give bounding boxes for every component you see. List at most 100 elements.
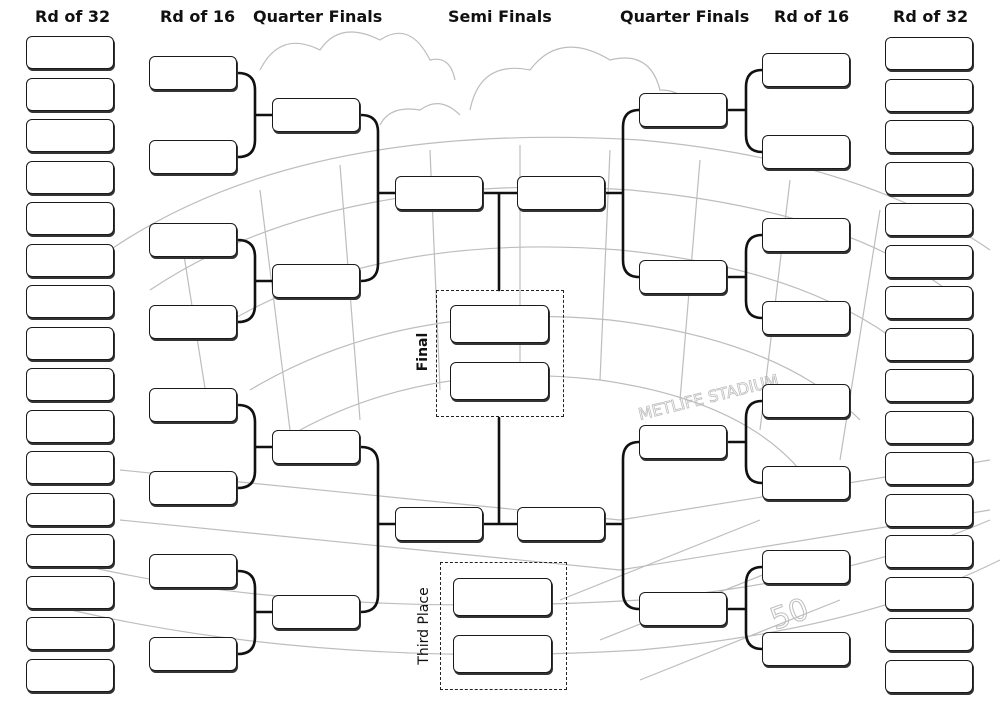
left-r32-slot-4[interactable] (26, 161, 114, 194)
left-r16-slot-1[interactable] (149, 56, 237, 90)
header-left-rd-of-32: Rd of 32 (35, 7, 111, 26)
connector-left-qf-sf-bottom (359, 445, 397, 614)
left-r32-slot-2[interactable] (26, 78, 114, 111)
left-r16-slot-2[interactable] (149, 140, 237, 174)
connector-left-r16-qf-4 (236, 569, 274, 656)
right-sf-slot-2[interactable] (517, 507, 605, 541)
right-r32-slot-12[interactable] (885, 494, 973, 527)
right-r32-slot-11[interactable] (885, 452, 973, 485)
connector-right-qf-sf-bottom (604, 440, 641, 611)
right-r16-slot-7[interactable] (762, 550, 850, 584)
header-left-quarter-finals: Quarter Finals (253, 7, 383, 26)
connector-right-r16-qf-3 (727, 399, 764, 485)
final-label: Final (415, 332, 431, 372)
left-r32-slot-8[interactable] (26, 327, 114, 360)
stadium-lower-tier (249, 315, 861, 421)
right-r32-slot-14[interactable] (885, 577, 973, 610)
right-r32-slot-5[interactable] (885, 203, 973, 236)
left-r16-slot-4[interactable] (149, 305, 237, 339)
right-r16-slot-6[interactable] (762, 466, 850, 500)
left-r32-slot-6[interactable] (26, 244, 114, 277)
header-semi-finals: Semi Finals (448, 7, 552, 26)
stadium-facade-top (119, 459, 991, 521)
header-right-quarter-finals: Quarter Finals (620, 7, 750, 26)
right-r16-slot-8[interactable] (762, 632, 850, 666)
left-r32-slot-3[interactable] (26, 119, 114, 152)
left-r32-slot-15[interactable] (26, 617, 114, 650)
right-r32-slot-13[interactable] (885, 535, 973, 568)
right-r32-slot-15[interactable] (885, 618, 973, 651)
connector-left-r16-qf-2 (236, 238, 274, 324)
left-qf-slot-1[interactable] (272, 98, 360, 132)
right-r32-slot-10[interactable] (885, 411, 973, 444)
header-right-rd-of-32: Rd of 32 (893, 7, 969, 26)
connector-semi-top (482, 191, 519, 292)
final-slot-1[interactable] (450, 305, 549, 343)
right-r32-slot-16[interactable] (885, 660, 973, 693)
left-r32-slot-5[interactable] (26, 202, 114, 235)
right-r16-slot-2[interactable] (762, 135, 850, 169)
right-sf-slot-1[interactable] (517, 176, 605, 210)
header-right-rd-of-16: Rd of 16 (774, 7, 850, 26)
connector-right-r16-qf-1 (727, 68, 764, 154)
connector-right-qf-sf-top (604, 108, 641, 279)
left-r16-slot-5[interactable] (149, 388, 237, 422)
third-place-group-box (440, 562, 567, 690)
left-r32-slot-1[interactable] (26, 36, 114, 69)
right-r16-slot-5[interactable] (762, 384, 850, 418)
right-r16-slot-4[interactable] (762, 301, 850, 335)
right-r32-slot-8[interactable] (885, 328, 973, 361)
final-slot-2[interactable] (450, 362, 549, 400)
left-r32-slot-7[interactable] (26, 285, 114, 318)
right-r32-slot-3[interactable] (885, 120, 973, 153)
left-sf-slot-1[interactable] (395, 176, 483, 210)
stadium-facade-bottom (119, 509, 991, 571)
right-r32-slot-4[interactable] (885, 162, 973, 195)
left-sf-slot-2[interactable] (395, 507, 483, 541)
stadium-rib-9 (839, 209, 881, 461)
left-r16-slot-6[interactable] (149, 471, 237, 505)
right-r16-slot-3[interactable] (762, 218, 850, 252)
right-r32-slot-7[interactable] (885, 286, 973, 319)
third-place-slot-2[interactable] (453, 635, 552, 673)
final-group-box (436, 290, 564, 417)
third-place-slot-1[interactable] (453, 578, 552, 616)
right-r32-slot-9[interactable] (885, 369, 973, 402)
right-qf-slot-2[interactable] (639, 260, 727, 294)
connector-right-r16-qf-4 (727, 565, 764, 651)
left-r32-slot-16[interactable] (26, 659, 114, 692)
right-r16-slot-1[interactable] (762, 53, 850, 87)
stadium-outer-rim (109, 136, 991, 251)
right-qf-slot-4[interactable] (639, 592, 727, 626)
right-r32-slot-6[interactable] (885, 245, 973, 278)
right-r32-slot-1[interactable] (885, 37, 973, 70)
left-r32-slot-13[interactable] (26, 534, 114, 567)
left-r32-slot-14[interactable] (26, 576, 114, 609)
cloud-left (259, 31, 456, 81)
right-qf-slot-3[interactable] (639, 425, 727, 459)
cloud-mid (379, 103, 461, 126)
third-place-label: Third Place (416, 587, 432, 665)
stadium-rib-2 (259, 189, 291, 431)
left-r32-slot-10[interactable] (26, 410, 114, 443)
connector-semi-bottom (482, 416, 519, 526)
left-qf-slot-4[interactable] (272, 595, 360, 629)
left-r16-slot-8[interactable] (149, 637, 237, 671)
left-r32-slot-12[interactable] (26, 493, 114, 526)
header-left-rd-of-16: Rd of 16 (160, 7, 236, 26)
right-qf-slot-1[interactable] (639, 93, 727, 127)
left-r16-slot-3[interactable] (149, 223, 237, 257)
connector-right-r16-qf-2 (727, 233, 764, 320)
cloud-right (469, 46, 691, 121)
right-r32-slot-2[interactable] (885, 79, 973, 112)
left-qf-slot-3[interactable] (272, 430, 360, 464)
connector-left-r16-qf-3 (236, 403, 274, 490)
left-r16-slot-7[interactable] (149, 554, 237, 588)
connector-left-qf-sf-top (359, 113, 397, 283)
connector-left-r16-qf-1 (236, 71, 274, 159)
left-qf-slot-2[interactable] (272, 264, 360, 298)
left-r32-slot-9[interactable] (26, 368, 114, 401)
left-r32-slot-11[interactable] (26, 451, 114, 484)
